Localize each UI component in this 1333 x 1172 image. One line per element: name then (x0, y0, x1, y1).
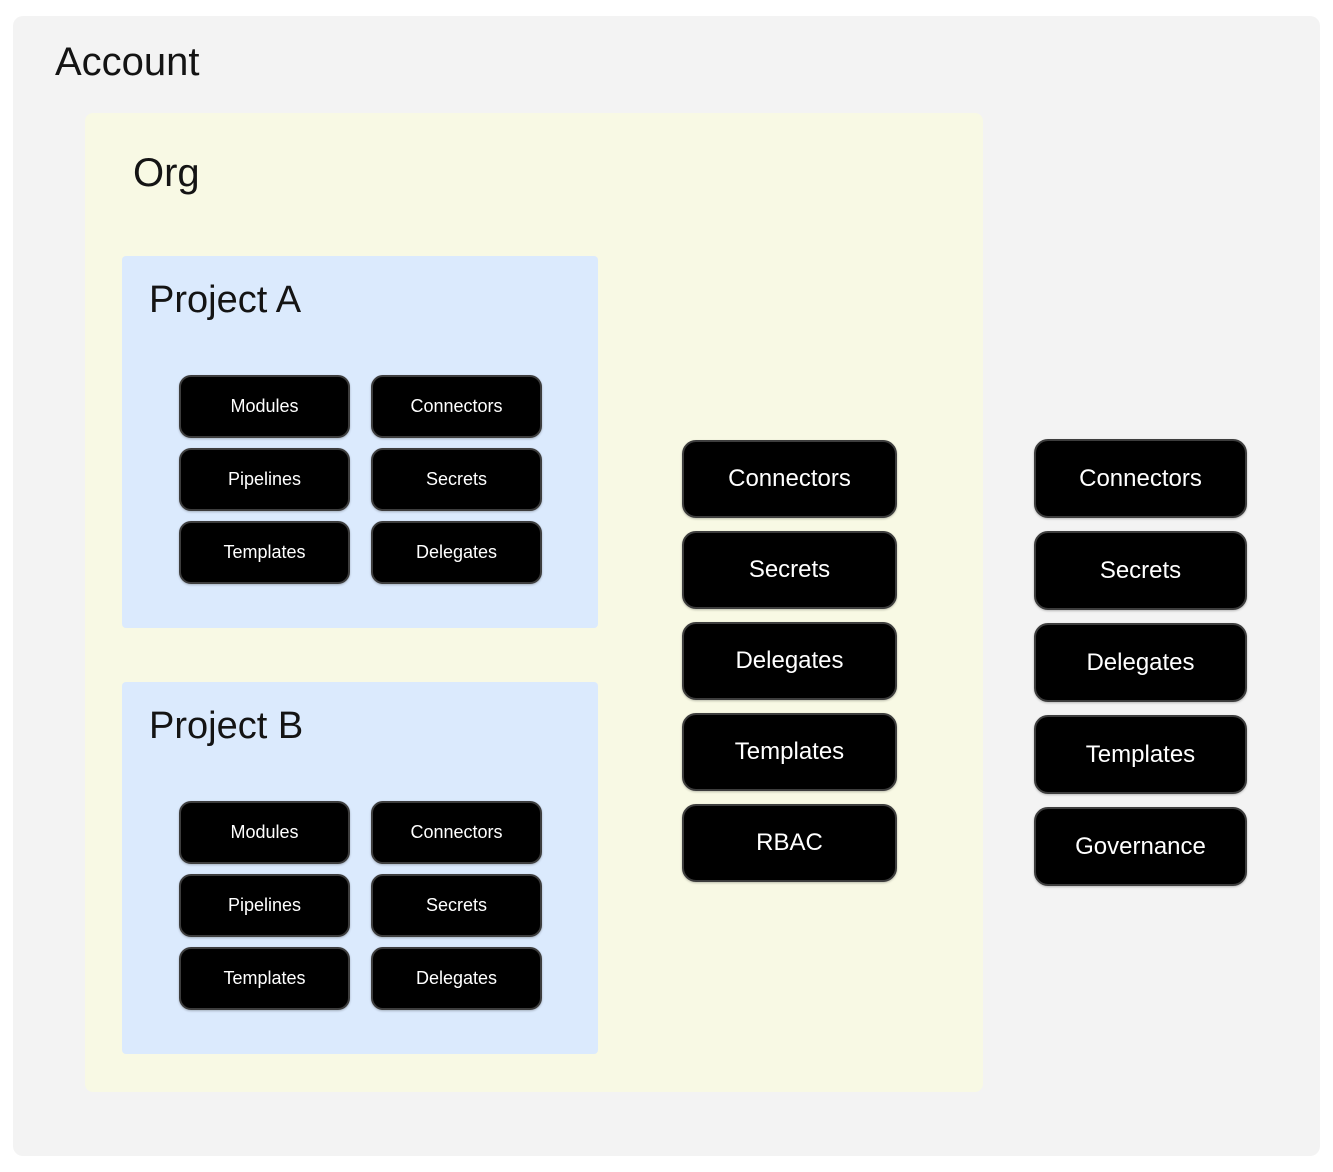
node-account-secrets[interactable]: Secrets (1034, 531, 1247, 610)
node-project-b-secrets[interactable]: Secrets (371, 874, 542, 937)
node-org-secrets[interactable]: Secrets (682, 531, 897, 609)
node-account-templates[interactable]: Templates (1034, 715, 1247, 794)
project-a-container: Project A Modules Connectors Pipelines S… (122, 256, 598, 628)
node-account-governance[interactable]: Governance (1034, 807, 1247, 886)
org-container: Org Project A Modules Connectors Pipelin… (85, 113, 983, 1092)
project-a-node-grid: Modules Connectors Pipelines Secrets Tem… (179, 375, 542, 584)
org-title: Org (133, 151, 200, 195)
org-resources-column: Connectors Secrets Delegates Templates R… (682, 440, 897, 882)
node-project-b-modules[interactable]: Modules (179, 801, 350, 864)
project-b-container: Project B Modules Connectors Pipelines S… (122, 682, 598, 1054)
node-org-connectors[interactable]: Connectors (682, 440, 897, 518)
node-project-a-templates[interactable]: Templates (179, 521, 350, 584)
node-account-delegates[interactable]: Delegates (1034, 623, 1247, 702)
node-project-b-delegates[interactable]: Delegates (371, 947, 542, 1010)
node-project-a-modules[interactable]: Modules (179, 375, 350, 438)
project-b-node-grid: Modules Connectors Pipelines Secrets Tem… (179, 801, 542, 1010)
project-a-title: Project A (149, 279, 302, 321)
node-project-a-secrets[interactable]: Secrets (371, 448, 542, 511)
account-resources-column: Connectors Secrets Delegates Templates G… (1034, 439, 1247, 886)
node-org-delegates[interactable]: Delegates (682, 622, 897, 700)
node-account-connectors[interactable]: Connectors (1034, 439, 1247, 518)
node-project-a-pipelines[interactable]: Pipelines (179, 448, 350, 511)
node-org-rbac[interactable]: RBAC (682, 804, 897, 882)
node-org-templates[interactable]: Templates (682, 713, 897, 791)
node-project-a-delegates[interactable]: Delegates (371, 521, 542, 584)
account-container: Account Org Project A Modules Connectors… (13, 16, 1320, 1156)
project-b-title: Project B (149, 705, 304, 747)
account-title: Account (55, 40, 200, 84)
node-project-b-pipelines[interactable]: Pipelines (179, 874, 350, 937)
node-project-b-connectors[interactable]: Connectors (371, 801, 542, 864)
node-project-a-connectors[interactable]: Connectors (371, 375, 542, 438)
node-project-b-templates[interactable]: Templates (179, 947, 350, 1010)
